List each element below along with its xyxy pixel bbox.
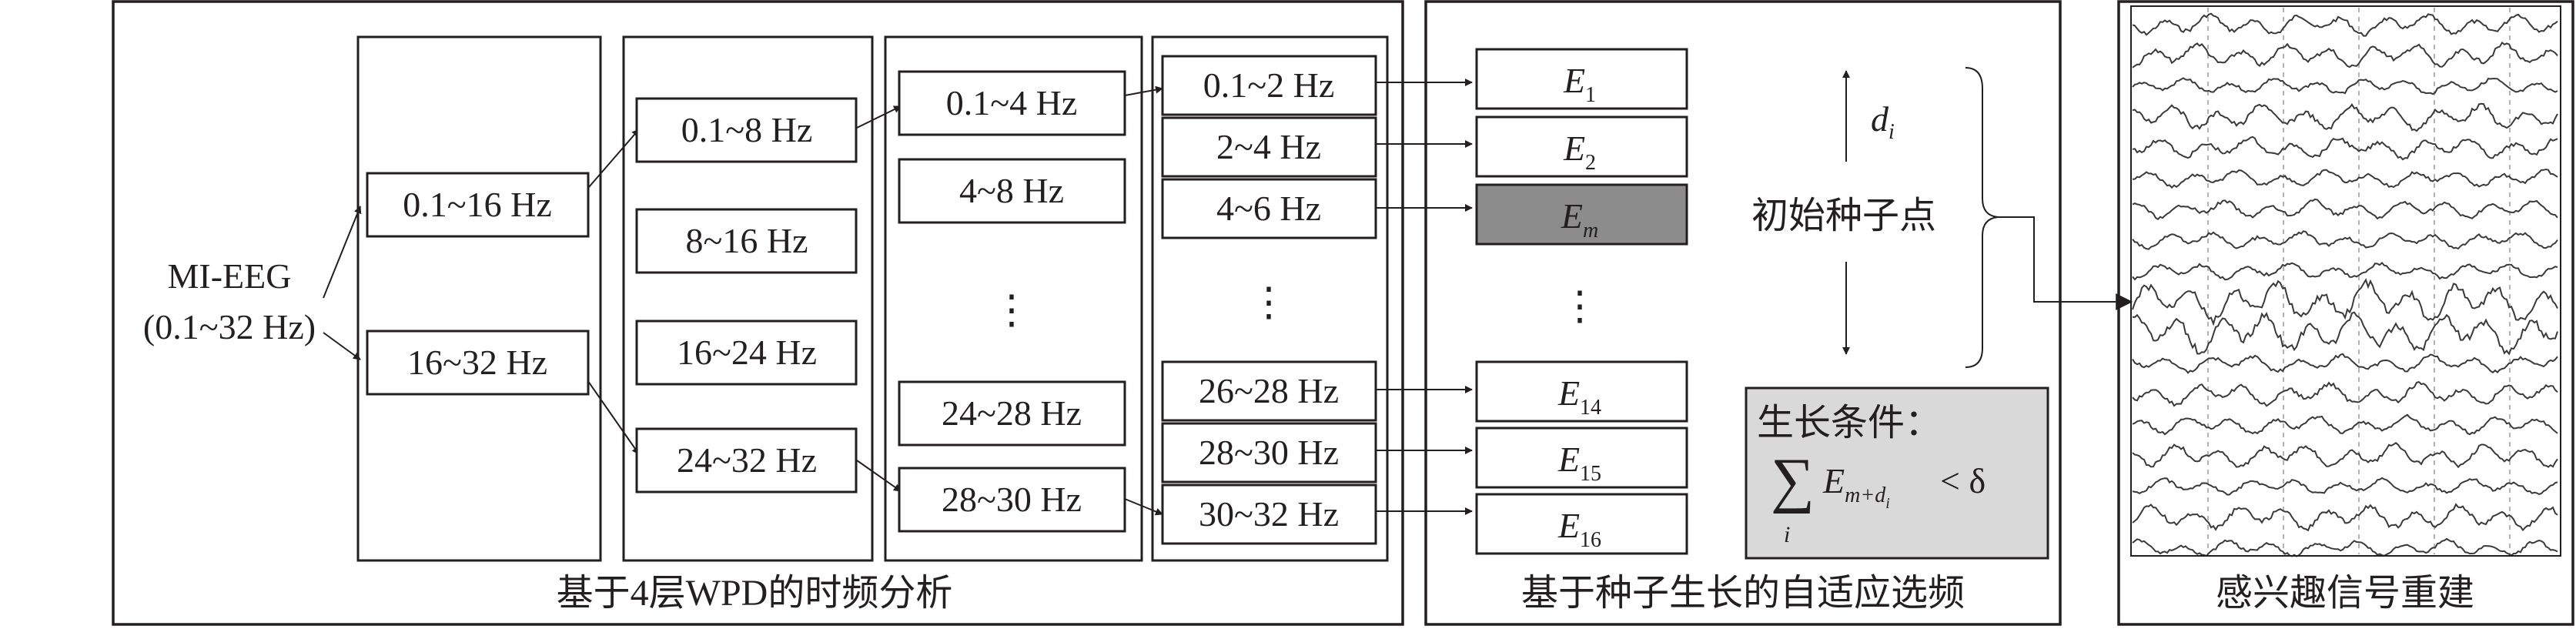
energy-label-15: E15 [1557,440,1601,486]
l2-label-0-8: 0.1~8 Hz [681,110,813,149]
l3-label-24-28: 24~28 Hz [942,393,1082,433]
l3-box-28-30 [898,467,1126,533]
l4-ellipsis: ⋮ [1249,281,1289,325]
wpd-caption: 基于4层WPD的时频分析 [557,573,953,614]
energy-label-m: Em [1561,196,1598,243]
sum-symbol: ∑ [1771,447,1815,514]
l4-label-0-2: 0.1~2 Hz [1203,65,1335,105]
growth-title: 生长条件： [1757,403,1942,443]
energy-box-1 [1475,48,1688,110]
l3-ellipsis: ⋮ [992,289,1032,333]
energy-box-14 [1475,360,1688,423]
growth-condition-box [1745,386,2049,560]
energy-box-15 [1475,427,1688,489]
seed-energy-box [1475,183,1688,246]
eeg-trace [2132,230,2558,250]
energy-label-2: E2 [1563,129,1596,175]
l2-label-24-32: 24~32 Hz [677,440,817,480]
eeg-trace [2132,537,2558,557]
l4-box-28-30 [1161,422,1377,483]
level4-column [1151,35,1389,562]
level2-column [622,35,874,562]
level3-column [884,35,1143,562]
l1-label-16-32: 16~32 Hz [407,343,547,382]
eeg-signal-traces [2132,12,2558,557]
sum-index: i [1784,522,1790,547]
reconstruction-caption: 感兴趣信号重建 [2216,573,2474,614]
signal-plot-frame [2130,5,2561,557]
l4-label-26-28: 26~28 Hz [1199,371,1339,410]
eeg-trace [2132,136,2558,161]
distance-label: di [1871,99,1895,144]
eeg-trace [2132,41,2558,69]
selection-panel [1424,0,2062,626]
eeg-trace [2132,442,2558,469]
eeg-trace [2132,12,2558,37]
l3-box-0-4 [898,70,1126,136]
eeg-trace [2132,102,2558,132]
to-reconstruction-arrow [1998,216,2133,310]
l4-box-26-28 [1161,360,1377,422]
energy-arrows [1376,79,1473,515]
l3-box-24-28 [898,380,1126,447]
l4-box-0-2 [1161,55,1377,116]
eeg-trace [2132,503,2558,532]
l4-box-2-4 [1161,116,1377,178]
eeg-trace [2132,311,2558,356]
l2-box-8-16 [635,208,858,274]
growth-relation: < δ [1940,461,1986,500]
eeg-trace [2132,198,2558,220]
reconstruction-panel [2117,0,2574,626]
eeg-trace [2132,477,2558,496]
eeg-trace [2132,261,2558,281]
l4-label-30-32: 30~32 Hz [1199,494,1339,534]
seed-label: 初始种子点 [1751,196,1936,236]
eeg-trace [2132,380,2558,407]
l3-label-28-30: 28~30 Hz [942,480,1082,519]
l4-label-2-4: 2~4 Hz [1216,127,1321,166]
l3-box-4-8 [898,158,1126,224]
l3-label-0-4: 0.1~4 Hz [946,83,1078,122]
l2-box-24-32 [635,427,858,493]
input-range: (0.1~32 Hz) [143,307,316,346]
energy-label-14: E14 [1557,373,1601,420]
eeg-trace [2132,353,2558,374]
energy-label-1: E1 [1563,61,1596,107]
l1-label-0-16: 0.1~16 Hz [403,185,552,224]
l4-box-30-32 [1161,483,1377,545]
l1-box-16-32 [366,330,590,396]
level1-column [356,35,602,562]
l4-label-4-6: 4~6 Hz [1216,189,1321,228]
eeg-trace [2132,413,2558,436]
l2-box-0-8 [635,97,858,163]
l2-label-16-24: 16~24 Hz [677,333,817,372]
l1-box-0-16 [366,172,590,238]
energy-ellipsis: ⋮ [1560,285,1600,329]
wpd-panel [112,0,1404,626]
eeg-trace [2132,278,2558,326]
input-name: MI-EEG [168,256,292,296]
seed-range-brace [1965,67,1999,368]
l2-label-8-16: 8~16 Hz [685,221,808,260]
eeg-trace [2132,77,2558,95]
eeg-trace [2132,168,2558,189]
l4-label-28-30: 28~30 Hz [1199,433,1339,472]
l2-box-16-24 [635,320,858,386]
l3-label-4-8: 4~8 Hz [959,171,1064,210]
growth-term: Em+di [1822,461,1890,512]
energy-label-16: E16 [1557,506,1601,552]
energy-box-16 [1475,493,1688,555]
energy-box-2 [1475,115,1688,178]
selection-caption: 基于种子生长的自适应选频 [1521,573,1965,614]
signal-gridlines [2207,8,2511,554]
